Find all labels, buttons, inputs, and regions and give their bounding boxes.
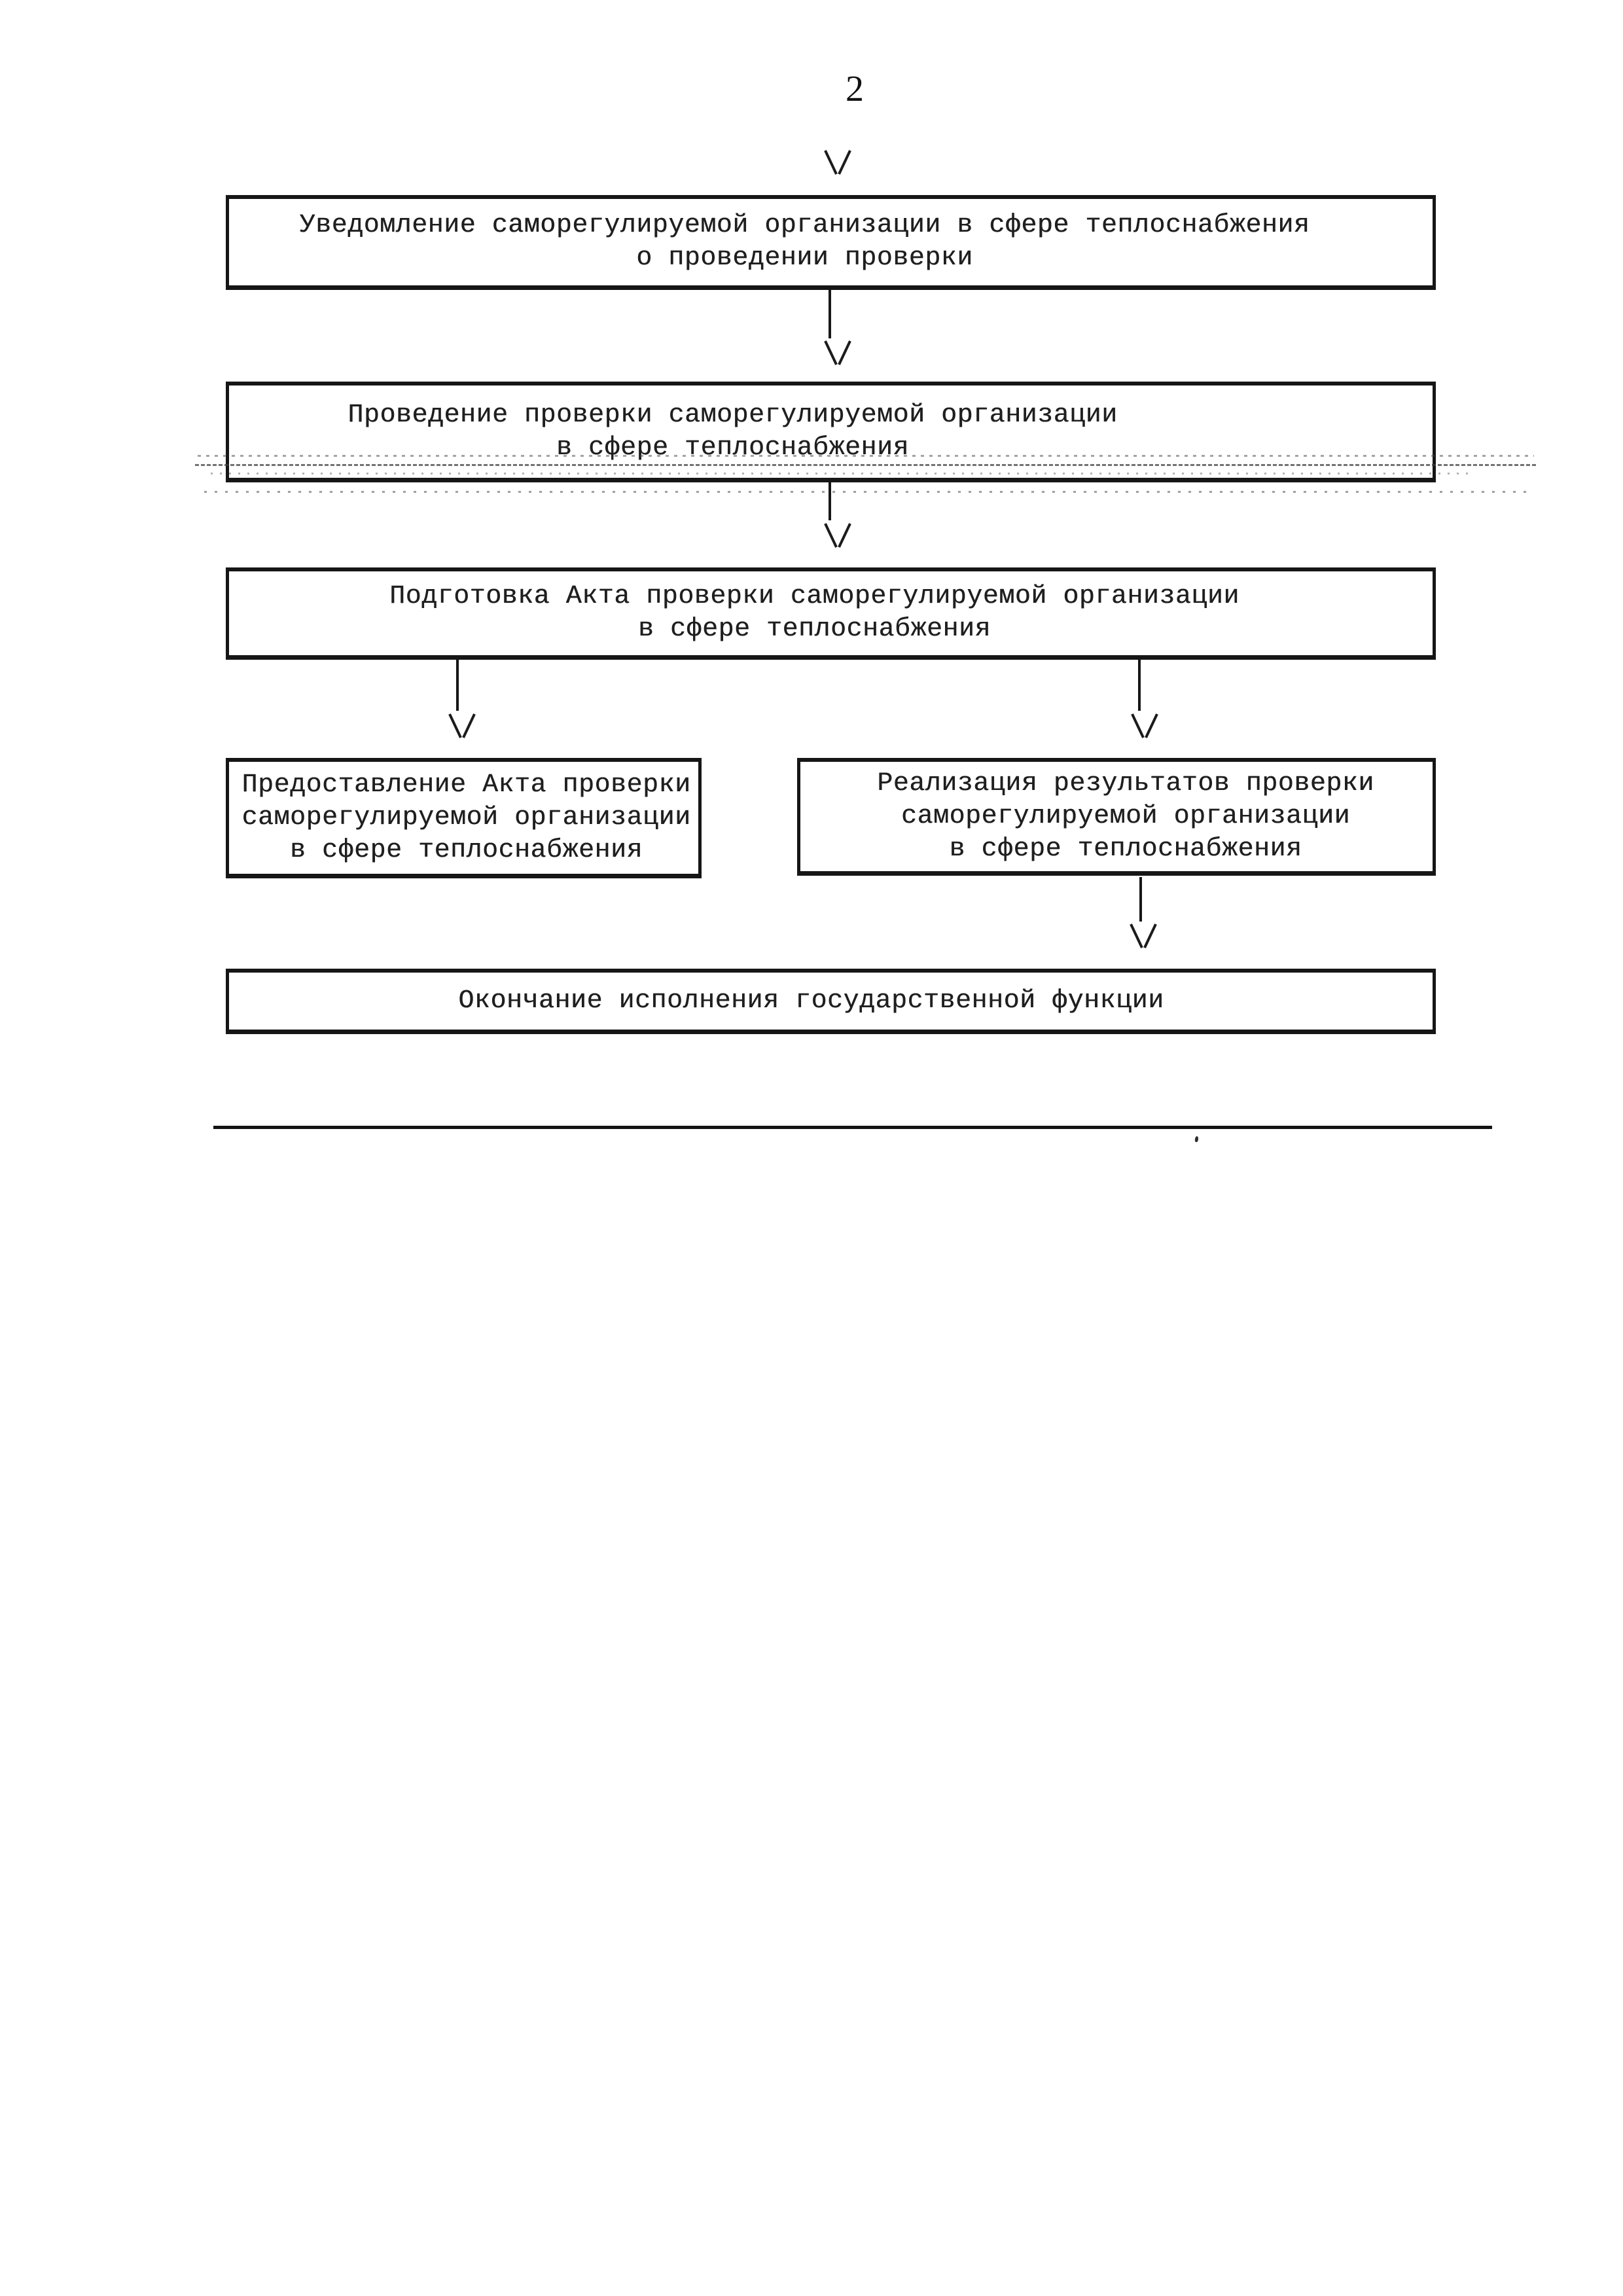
flow-node-line: Уведомление саморегулируемой организации…: [299, 211, 1310, 240]
scan-artifact: [211, 473, 1474, 475]
connector-line: [456, 660, 459, 711]
flow-node-line: о проведении проверки: [636, 243, 973, 273]
arrow-down-icon: [824, 150, 851, 175]
flow-node-inspection: Проведение проверки саморегулируемой орг…: [226, 382, 1436, 482]
flow-node-line: в сфере теплоснабжения: [949, 834, 1302, 864]
ink-speck: [1194, 1136, 1199, 1143]
flow-node-line: саморегулируемой организации: [901, 801, 1351, 831]
scan-artifact: [204, 491, 1533, 493]
flow-node-line: Предоставление Акта проверки: [241, 770, 691, 800]
flow-node-line: в сфере теплоснабжения: [556, 433, 910, 463]
page-number: 2: [846, 69, 864, 109]
scan-artifact: [195, 464, 1537, 466]
connector-line: [1139, 877, 1142, 922]
connector-line: [1138, 660, 1141, 711]
flow-node-completion: Окончание исполнения государственной фун…: [226, 969, 1436, 1034]
arrow-down-icon: [448, 713, 476, 738]
footer-rule: [213, 1126, 1492, 1129]
flow-node-act-preparation: Подготовка Акта проверки саморегулируемо…: [226, 567, 1436, 660]
flow-node-results-implementation: Реализация результатов проверки саморегу…: [797, 758, 1436, 876]
flow-node-line: Проведение проверки саморегулируемой орг…: [348, 400, 1118, 430]
arrow-down-icon: [1131, 713, 1158, 738]
arrow-down-icon: [824, 340, 851, 365]
flow-node-line: в сфере теплоснабжения: [289, 835, 643, 865]
scan-artifact: [198, 455, 1534, 457]
flow-node-line: в сфере теплоснабжения: [637, 615, 991, 644]
flow-node-line: саморегулируемой организации: [241, 802, 691, 833]
connector-line: [829, 290, 831, 338]
arrow-down-icon: [1130, 924, 1157, 948]
flow-node-act-delivery: Предоставление Акта проверки саморегулир…: [226, 758, 702, 878]
flow-node-line: Подготовка Акта проверки саморегулируемо…: [389, 582, 1240, 611]
flow-node-line: Окончание исполнения государственной фун…: [458, 986, 1164, 1016]
arrow-down-icon: [824, 523, 851, 548]
flow-node-line: Реализация результатов проверки: [877, 768, 1374, 798]
connector-line: [829, 482, 831, 520]
flow-node-notification: Уведомление саморегулируемой организации…: [226, 195, 1436, 290]
